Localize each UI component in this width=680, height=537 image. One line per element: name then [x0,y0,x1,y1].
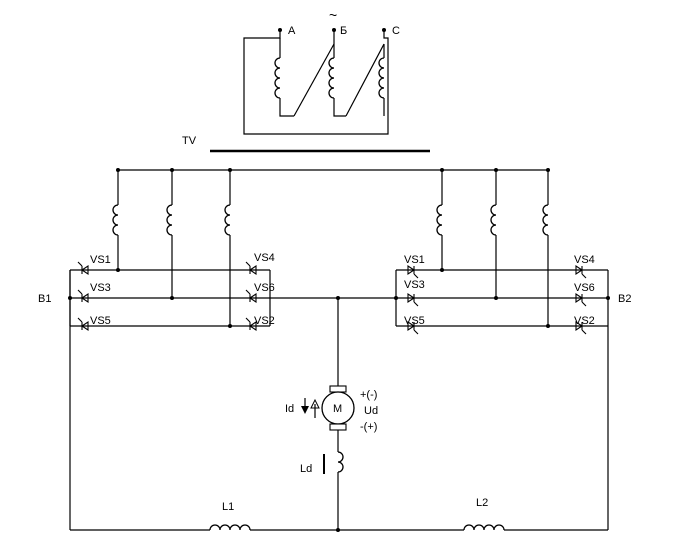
l2-label: L2 [476,497,488,509]
b2-vs4-label: VS4 [574,254,595,266]
secondary-windings [112,168,550,326]
motor-symbol: M [333,403,342,415]
b1-vs4-label: VS4 [254,252,275,264]
b1-vs2-label: VS2 [254,315,275,327]
motor-polarity-bottom: -(+) [360,421,377,433]
b1-vs3-label: VS3 [90,282,111,294]
b1-vs5-label: VS5 [90,315,111,327]
l1-label: L1 [222,501,234,513]
bridge-b2 [336,264,610,530]
phase-c-label: С [392,25,400,37]
b1-vs6-label: VS6 [254,282,275,294]
b2-vs1-label: VS1 [404,254,425,266]
b1-vs1-label: VS1 [90,254,111,266]
b2-vs5-label: VS5 [404,315,425,327]
ld-label: Ld [300,463,312,475]
ac-symbol: ~ [329,7,337,23]
transformer-primary [243,28,389,135]
b2-vs6-label: VS6 [574,282,595,294]
bridge-b1-label: B1 [38,293,51,305]
motor-polarity-top: +(-) [360,389,377,401]
motor-voltage-label: Ud [364,405,378,417]
phase-b-label: Б [340,25,347,37]
bottom-rail [70,524,608,531]
bridge-b2-label: B2 [618,293,631,305]
transformer-label: TV [182,135,197,147]
b2-vs2-label: VS2 [574,315,595,327]
motor-branch [301,298,355,532]
bridge-b1 [68,261,338,530]
phase-a-label: А [288,25,296,37]
motor-current-label: Id [285,403,294,415]
b2-vs3-label: VS3 [404,279,425,291]
